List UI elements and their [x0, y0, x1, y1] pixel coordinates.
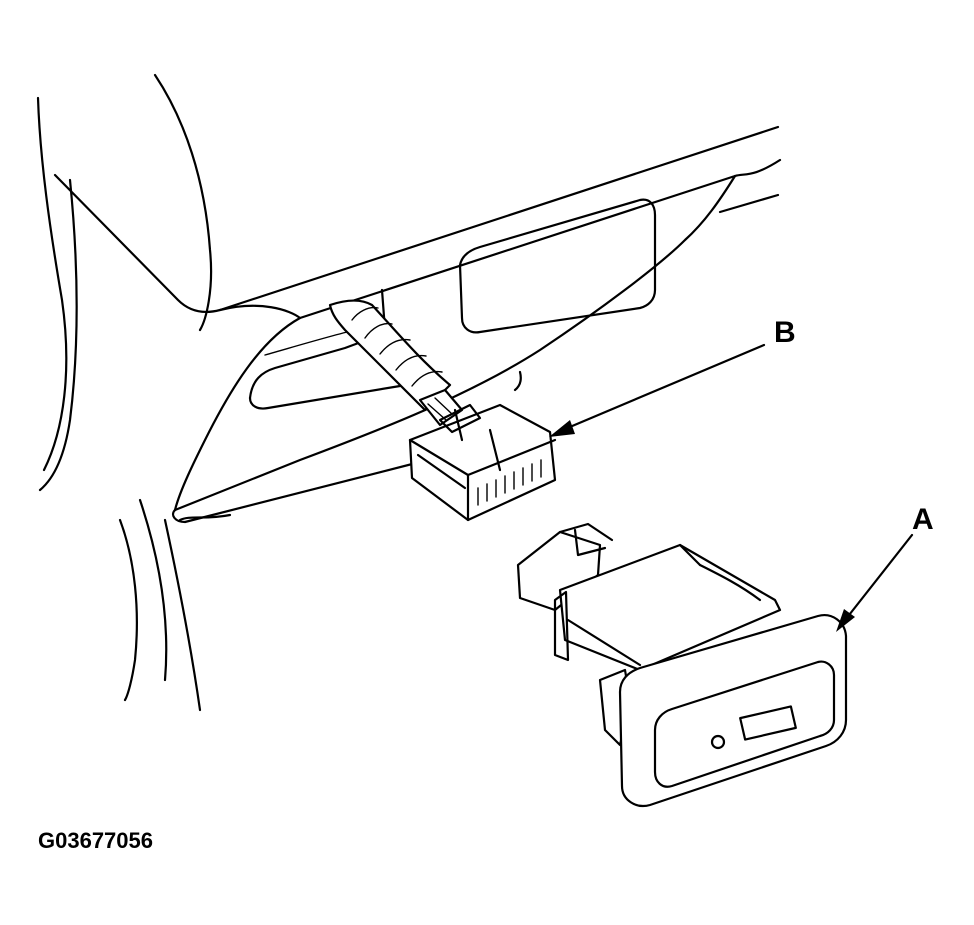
- leader-line-a: [836, 533, 914, 632]
- callout-label-a: A: [912, 503, 934, 536]
- switch-a: [516, 522, 848, 808]
- dashboard-lower-panel: [53, 125, 782, 524]
- leader-line-b: [549, 343, 766, 437]
- figure-id-label: G03677056: [38, 828, 153, 853]
- dashboard-pillar: [36, 73, 213, 712]
- wire-harness: [328, 299, 464, 427]
- connector-b: [408, 403, 557, 522]
- dash-switch-openings: [248, 198, 657, 410]
- callout-label-b: B: [774, 316, 796, 349]
